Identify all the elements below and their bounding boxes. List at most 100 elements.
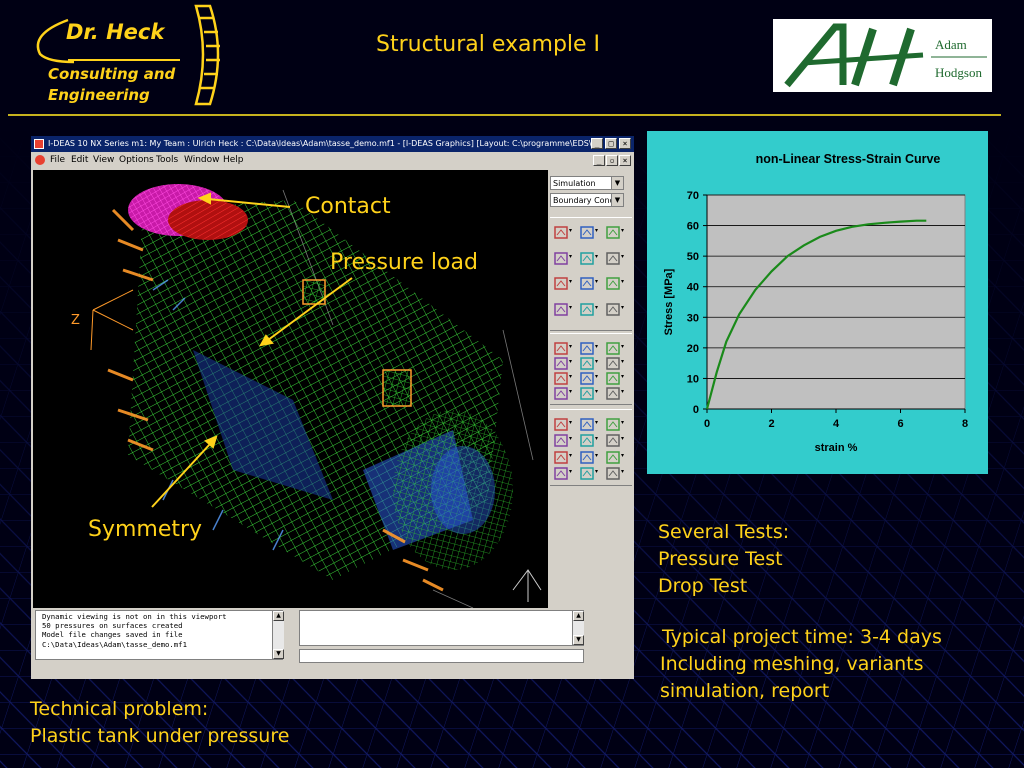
flyout-arrow-icon[interactable]: ▾ bbox=[621, 373, 625, 380]
flyout-arrow-icon[interactable]: ▾ bbox=[621, 358, 625, 365]
tool-button-icon[interactable] bbox=[580, 224, 594, 239]
flyout-arrow-icon[interactable]: ▾ bbox=[569, 303, 573, 311]
task-dropdown[interactable]: Simulation ▼ bbox=[550, 176, 624, 190]
flyout-arrow-icon[interactable]: ▾ bbox=[595, 252, 599, 260]
tool-button-icon[interactable] bbox=[554, 416, 568, 431]
scroll-up-icon[interactable]: ▲ bbox=[273, 611, 284, 621]
menu-tools[interactable]: Tools bbox=[156, 155, 179, 165]
prompt-scrollbar[interactable]: ▲ ▼ bbox=[572, 611, 584, 645]
flyout-arrow-icon[interactable]: ▾ bbox=[621, 252, 625, 260]
menu-window[interactable]: Window bbox=[184, 155, 220, 165]
doc-restore-icon[interactable]: ▫ bbox=[606, 155, 618, 166]
flyout-arrow-icon[interactable]: ▾ bbox=[595, 278, 599, 285]
flyout-arrow-icon[interactable]: ▾ bbox=[595, 343, 599, 350]
flyout-arrow-icon[interactable]: ▾ bbox=[569, 343, 573, 350]
tool-button-icon[interactable] bbox=[580, 355, 594, 370]
flyout-arrow-icon[interactable]: ▾ bbox=[621, 227, 625, 234]
tool-button-icon[interactable] bbox=[606, 465, 620, 480]
tool-button-icon[interactable] bbox=[580, 432, 594, 447]
tool-button-icon[interactable] bbox=[606, 416, 620, 431]
minimize-icon[interactable]: _ bbox=[591, 138, 603, 149]
flyout-arrow-icon[interactable]: ▾ bbox=[569, 358, 573, 365]
flyout-arrow-icon[interactable]: ▾ bbox=[569, 451, 573, 459]
flyout-arrow-icon[interactable]: ▾ bbox=[569, 278, 573, 285]
prompt-history[interactable] bbox=[299, 610, 584, 646]
flyout-arrow-icon[interactable]: ▾ bbox=[621, 435, 625, 443]
flyout-arrow-icon[interactable]: ▾ bbox=[569, 252, 573, 260]
doc-minimize-icon[interactable]: _ bbox=[593, 155, 605, 166]
tool-button-icon[interactable] bbox=[554, 275, 568, 290]
flyout-arrow-icon[interactable]: ▾ bbox=[595, 388, 599, 395]
tool-button-icon[interactable] bbox=[606, 370, 620, 385]
flyout-arrow-icon[interactable]: ▾ bbox=[595, 303, 599, 311]
graphics-viewport[interactable]: Z bbox=[33, 170, 548, 608]
flyout-arrow-icon[interactable]: ▾ bbox=[569, 373, 573, 380]
subtask-dropdown[interactable]: Boundary Cond ▼ bbox=[550, 193, 624, 207]
flyout-arrow-icon[interactable]: ▾ bbox=[569, 435, 573, 443]
flyout-arrow-icon[interactable]: ▾ bbox=[595, 358, 599, 365]
tool-button-icon[interactable] bbox=[554, 250, 568, 265]
flyout-arrow-icon[interactable]: ▾ bbox=[621, 278, 625, 285]
tool-button-icon[interactable] bbox=[554, 385, 568, 400]
flyout-arrow-icon[interactable]: ▾ bbox=[621, 388, 625, 395]
tool-button-icon[interactable] bbox=[606, 301, 620, 316]
tool-button-icon[interactable] bbox=[606, 432, 620, 447]
tool-button-icon[interactable] bbox=[606, 385, 620, 400]
tool-button-icon[interactable] bbox=[554, 301, 568, 316]
flyout-arrow-icon[interactable]: ▾ bbox=[569, 227, 573, 234]
flyout-arrow-icon[interactable]: ▾ bbox=[595, 451, 599, 459]
tool-button-icon[interactable] bbox=[606, 340, 620, 355]
tool-button-icon[interactable] bbox=[580, 275, 594, 290]
tool-button-icon[interactable] bbox=[606, 250, 620, 265]
menu-help[interactable]: Help bbox=[223, 155, 244, 165]
tool-button-icon[interactable] bbox=[580, 465, 594, 480]
tool-button-icon[interactable] bbox=[580, 250, 594, 265]
flyout-arrow-icon[interactable]: ▾ bbox=[595, 227, 599, 234]
tool-button-icon[interactable] bbox=[606, 355, 620, 370]
console-line: Dynamic viewing is not on in this viewpo… bbox=[42, 612, 227, 621]
maximize-icon[interactable]: □ bbox=[605, 138, 617, 149]
command-input[interactable] bbox=[299, 649, 584, 663]
window-titlebar[interactable]: I-DEAS 10 NX Series m1: My Team : Ulrich… bbox=[31, 136, 634, 152]
flyout-arrow-icon[interactable]: ▾ bbox=[621, 343, 625, 350]
menu-options[interactable]: Options bbox=[119, 155, 154, 165]
flyout-arrow-icon[interactable]: ▾ bbox=[595, 467, 599, 475]
flyout-arrow-icon[interactable]: ▾ bbox=[595, 373, 599, 380]
tool-button-icon[interactable] bbox=[606, 449, 620, 464]
flyout-arrow-icon[interactable]: ▾ bbox=[621, 303, 625, 311]
flyout-arrow-icon[interactable]: ▾ bbox=[569, 467, 573, 475]
menu-file[interactable]: File bbox=[50, 155, 66, 165]
scroll-down-icon[interactable]: ▼ bbox=[273, 649, 284, 659]
tool-button-icon[interactable] bbox=[606, 275, 620, 290]
flyout-arrow-icon[interactable]: ▾ bbox=[569, 419, 573, 426]
flyout-arrow-icon[interactable]: ▾ bbox=[569, 388, 573, 395]
scroll-up-icon[interactable]: ▲ bbox=[573, 611, 584, 621]
tool-button-icon[interactable] bbox=[554, 432, 568, 447]
flyout-arrow-icon[interactable]: ▾ bbox=[595, 435, 599, 443]
tool-button-icon[interactable] bbox=[580, 340, 594, 355]
tool-button-icon[interactable] bbox=[554, 449, 568, 464]
console-scrollbar[interactable]: ▲ ▼ bbox=[272, 611, 284, 659]
doc-close-icon[interactable]: × bbox=[619, 155, 631, 166]
flyout-arrow-icon[interactable]: ▾ bbox=[595, 419, 599, 426]
menu-view[interactable]: View bbox=[93, 155, 115, 165]
tool-button-icon[interactable] bbox=[554, 370, 568, 385]
tool-button-icon[interactable] bbox=[554, 224, 568, 239]
scroll-down-icon[interactable]: ▼ bbox=[573, 635, 584, 645]
tool-button-icon[interactable] bbox=[580, 385, 594, 400]
close-icon[interactable]: × bbox=[619, 138, 631, 149]
tool-button-icon[interactable] bbox=[554, 340, 568, 355]
flyout-arrow-icon[interactable]: ▾ bbox=[621, 451, 625, 459]
tool-button-icon[interactable] bbox=[580, 370, 594, 385]
tool-button-icon[interactable] bbox=[554, 465, 568, 480]
tool-button-icon[interactable] bbox=[554, 355, 568, 370]
doc-icon[interactable] bbox=[35, 155, 45, 165]
tool-button-icon[interactable] bbox=[580, 416, 594, 431]
flyout-arrow-icon[interactable]: ▾ bbox=[621, 419, 625, 426]
tool-button-icon[interactable] bbox=[580, 449, 594, 464]
menu-edit[interactable]: Edit bbox=[71, 155, 89, 165]
flyout-arrow-icon[interactable]: ▾ bbox=[621, 467, 625, 475]
tool-button-icon[interactable] bbox=[580, 301, 594, 316]
tool-button-icon[interactable] bbox=[606, 224, 620, 239]
